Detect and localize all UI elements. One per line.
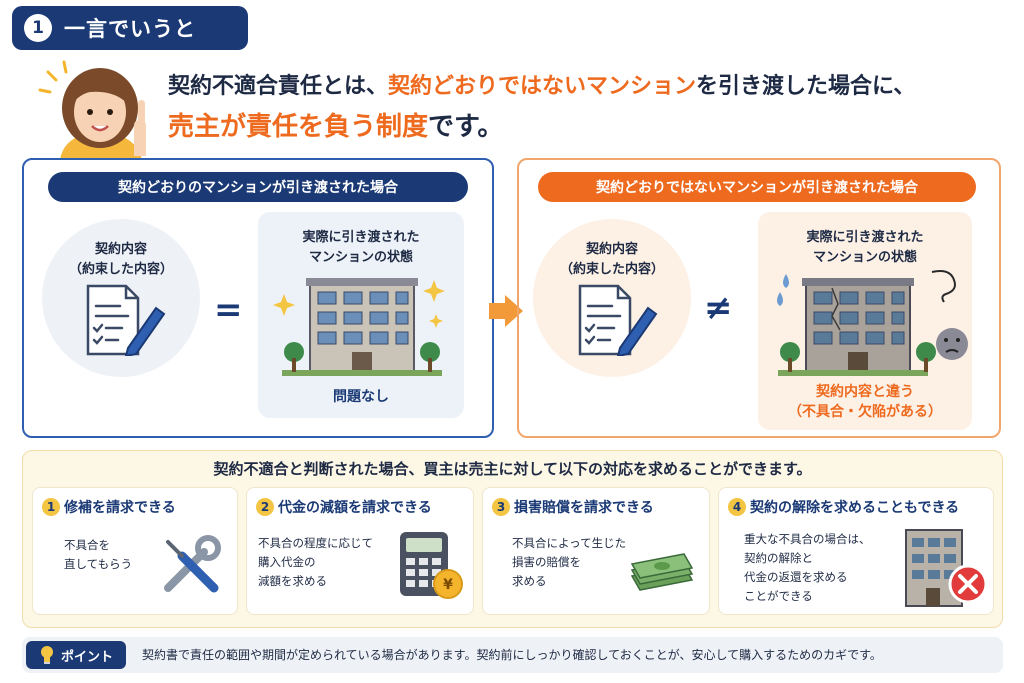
hero-line-2: 売主が責任を負う制度です。 (168, 106, 503, 143)
contract-label-line: 契約内容 (585, 242, 638, 257)
contract-label: 契約内容 （約束した内容） (533, 240, 691, 280)
hero-line-1: 契約不適合責任とは、契約どおりではないマンションを引き渡した場合に、 (168, 68, 915, 100)
contract-label-line: （約束した内容） (68, 262, 173, 277)
building-icon (273, 278, 445, 376)
section-header: 1 一言でいうと (12, 6, 248, 50)
remedy-desc: 不具合を 直してもらう (64, 536, 132, 574)
remedies-title: 契約不適合と判断された場合、買主は売主に対して以下の対応を求めることができます。 (213, 460, 812, 478)
remedy-desc-line: 購入代金の (258, 555, 316, 569)
hero-text: です。 (428, 112, 504, 142)
remedy-desc-line: ことができる (744, 589, 813, 603)
hero-text: を引き渡した場合に、 (696, 74, 916, 99)
woman-pointing-illustration (38, 60, 146, 160)
money-stack-icon (630, 553, 694, 591)
remedy-number: 1 (42, 498, 60, 516)
remedy-desc-line: 代金の返還を求める (744, 570, 848, 584)
not-equals-sign: ≠ (704, 288, 733, 328)
calculator-icon: ¥ (400, 532, 463, 599)
hero-highlight: 売主が責任を負う制度 (168, 112, 429, 142)
remedy-number: 3 (492, 498, 510, 516)
point-text: 契約書で責任の範囲や期間が定められている場合があります。契約前にしっかり確認して… (142, 648, 882, 662)
damaged-building-icon (777, 270, 968, 376)
remedy-desc-line: 不具合によって生じた (512, 536, 627, 550)
actual-state-label-line: 実際に引き渡された (302, 230, 420, 245)
remedy-desc-line: 契約の解除と (744, 551, 813, 565)
remedy-desc-line: 直してもらう (64, 557, 133, 571)
remedy-title-text: 修補を請求できる (64, 500, 176, 516)
cancel-building-icon (905, 529, 988, 607)
nonconforming-result-line: （不具合・欠陥がある） (788, 404, 942, 420)
hero-highlight: 契約どおりではないマンション (388, 74, 697, 99)
hero-text: 契約不適合責任とは、 (168, 74, 389, 99)
remedy-desc-line: 不具合を (64, 538, 110, 552)
remedy-desc: 不具合によって生じた 損害の賠償を 求める (512, 534, 626, 591)
remedy-desc-line: 求める (512, 574, 547, 588)
section-number: 1 (24, 14, 52, 42)
remedy-title-text: 損害賠償を請求できる (514, 500, 654, 516)
remedy-card-damages (482, 487, 710, 615)
nonconforming-panel (517, 158, 1001, 438)
actual-state-label-line: マンションの状態 (308, 250, 413, 265)
nonconforming-result: 契約内容と違う （不具合・欠陥がある） (758, 382, 972, 422)
actual-state-label-line: 実際に引き渡された (806, 230, 924, 245)
remedy-number: 4 (728, 498, 746, 516)
point-label-text: ポイント (60, 649, 113, 665)
actual-state-label: 実際に引き渡された マンションの状態 (258, 228, 464, 268)
svg-text:¥: ¥ (443, 577, 453, 593)
actual-state-label-line: マンションの状態 (812, 250, 917, 265)
actual-state-label: 実際に引き渡された マンションの状態 (758, 228, 972, 268)
conforming-panel (22, 158, 494, 438)
point-label: ポイント (26, 641, 126, 669)
contract-label: 契約内容 （約束した内容） (42, 240, 200, 280)
remedy-desc: 重大な不具合の場合は、 契約の解除と 代金の返還を求める ことができる (744, 530, 871, 606)
nonconforming-result-line: 契約内容と違う (816, 384, 914, 400)
arrow-right-icon (489, 295, 523, 327)
document-pen-icon (578, 284, 658, 356)
lightbulb-icon (40, 646, 53, 664)
contract-label-line: 契約内容 (94, 242, 147, 257)
remedy-desc-line: 重大な不具合の場合は、 (744, 532, 871, 546)
section-title: 一言でいうと (64, 17, 196, 41)
remedy-desc-line: 不具合の程度に応じて (258, 536, 373, 550)
wrench-screwdriver-icon (164, 535, 221, 593)
conforming-panel-title: 契約どおりのマンションが引き渡された場合 (48, 172, 468, 202)
remedy-title-text: 契約の解除を求めることもできる (750, 500, 960, 516)
remedy-title-text: 代金の減額を請求できる (278, 500, 432, 516)
contract-label-line: （約束した内容） (559, 262, 664, 277)
equals-sign: = (214, 290, 243, 330)
remedy-desc-line: 損害の賠償を (512, 555, 581, 569)
remedy-desc-line: 減額を求める (258, 574, 327, 588)
point-bar (22, 637, 1003, 673)
remedy-number: 2 (256, 498, 274, 516)
nonconforming-panel-title: 契約どおりではないマンションが引き渡された場合 (538, 172, 976, 202)
document-pen-icon (86, 284, 166, 356)
remedy-desc: 不具合の程度に応じて 購入代金の 減額を求める (258, 534, 373, 591)
no-problem-label: 問題なし (333, 389, 389, 405)
